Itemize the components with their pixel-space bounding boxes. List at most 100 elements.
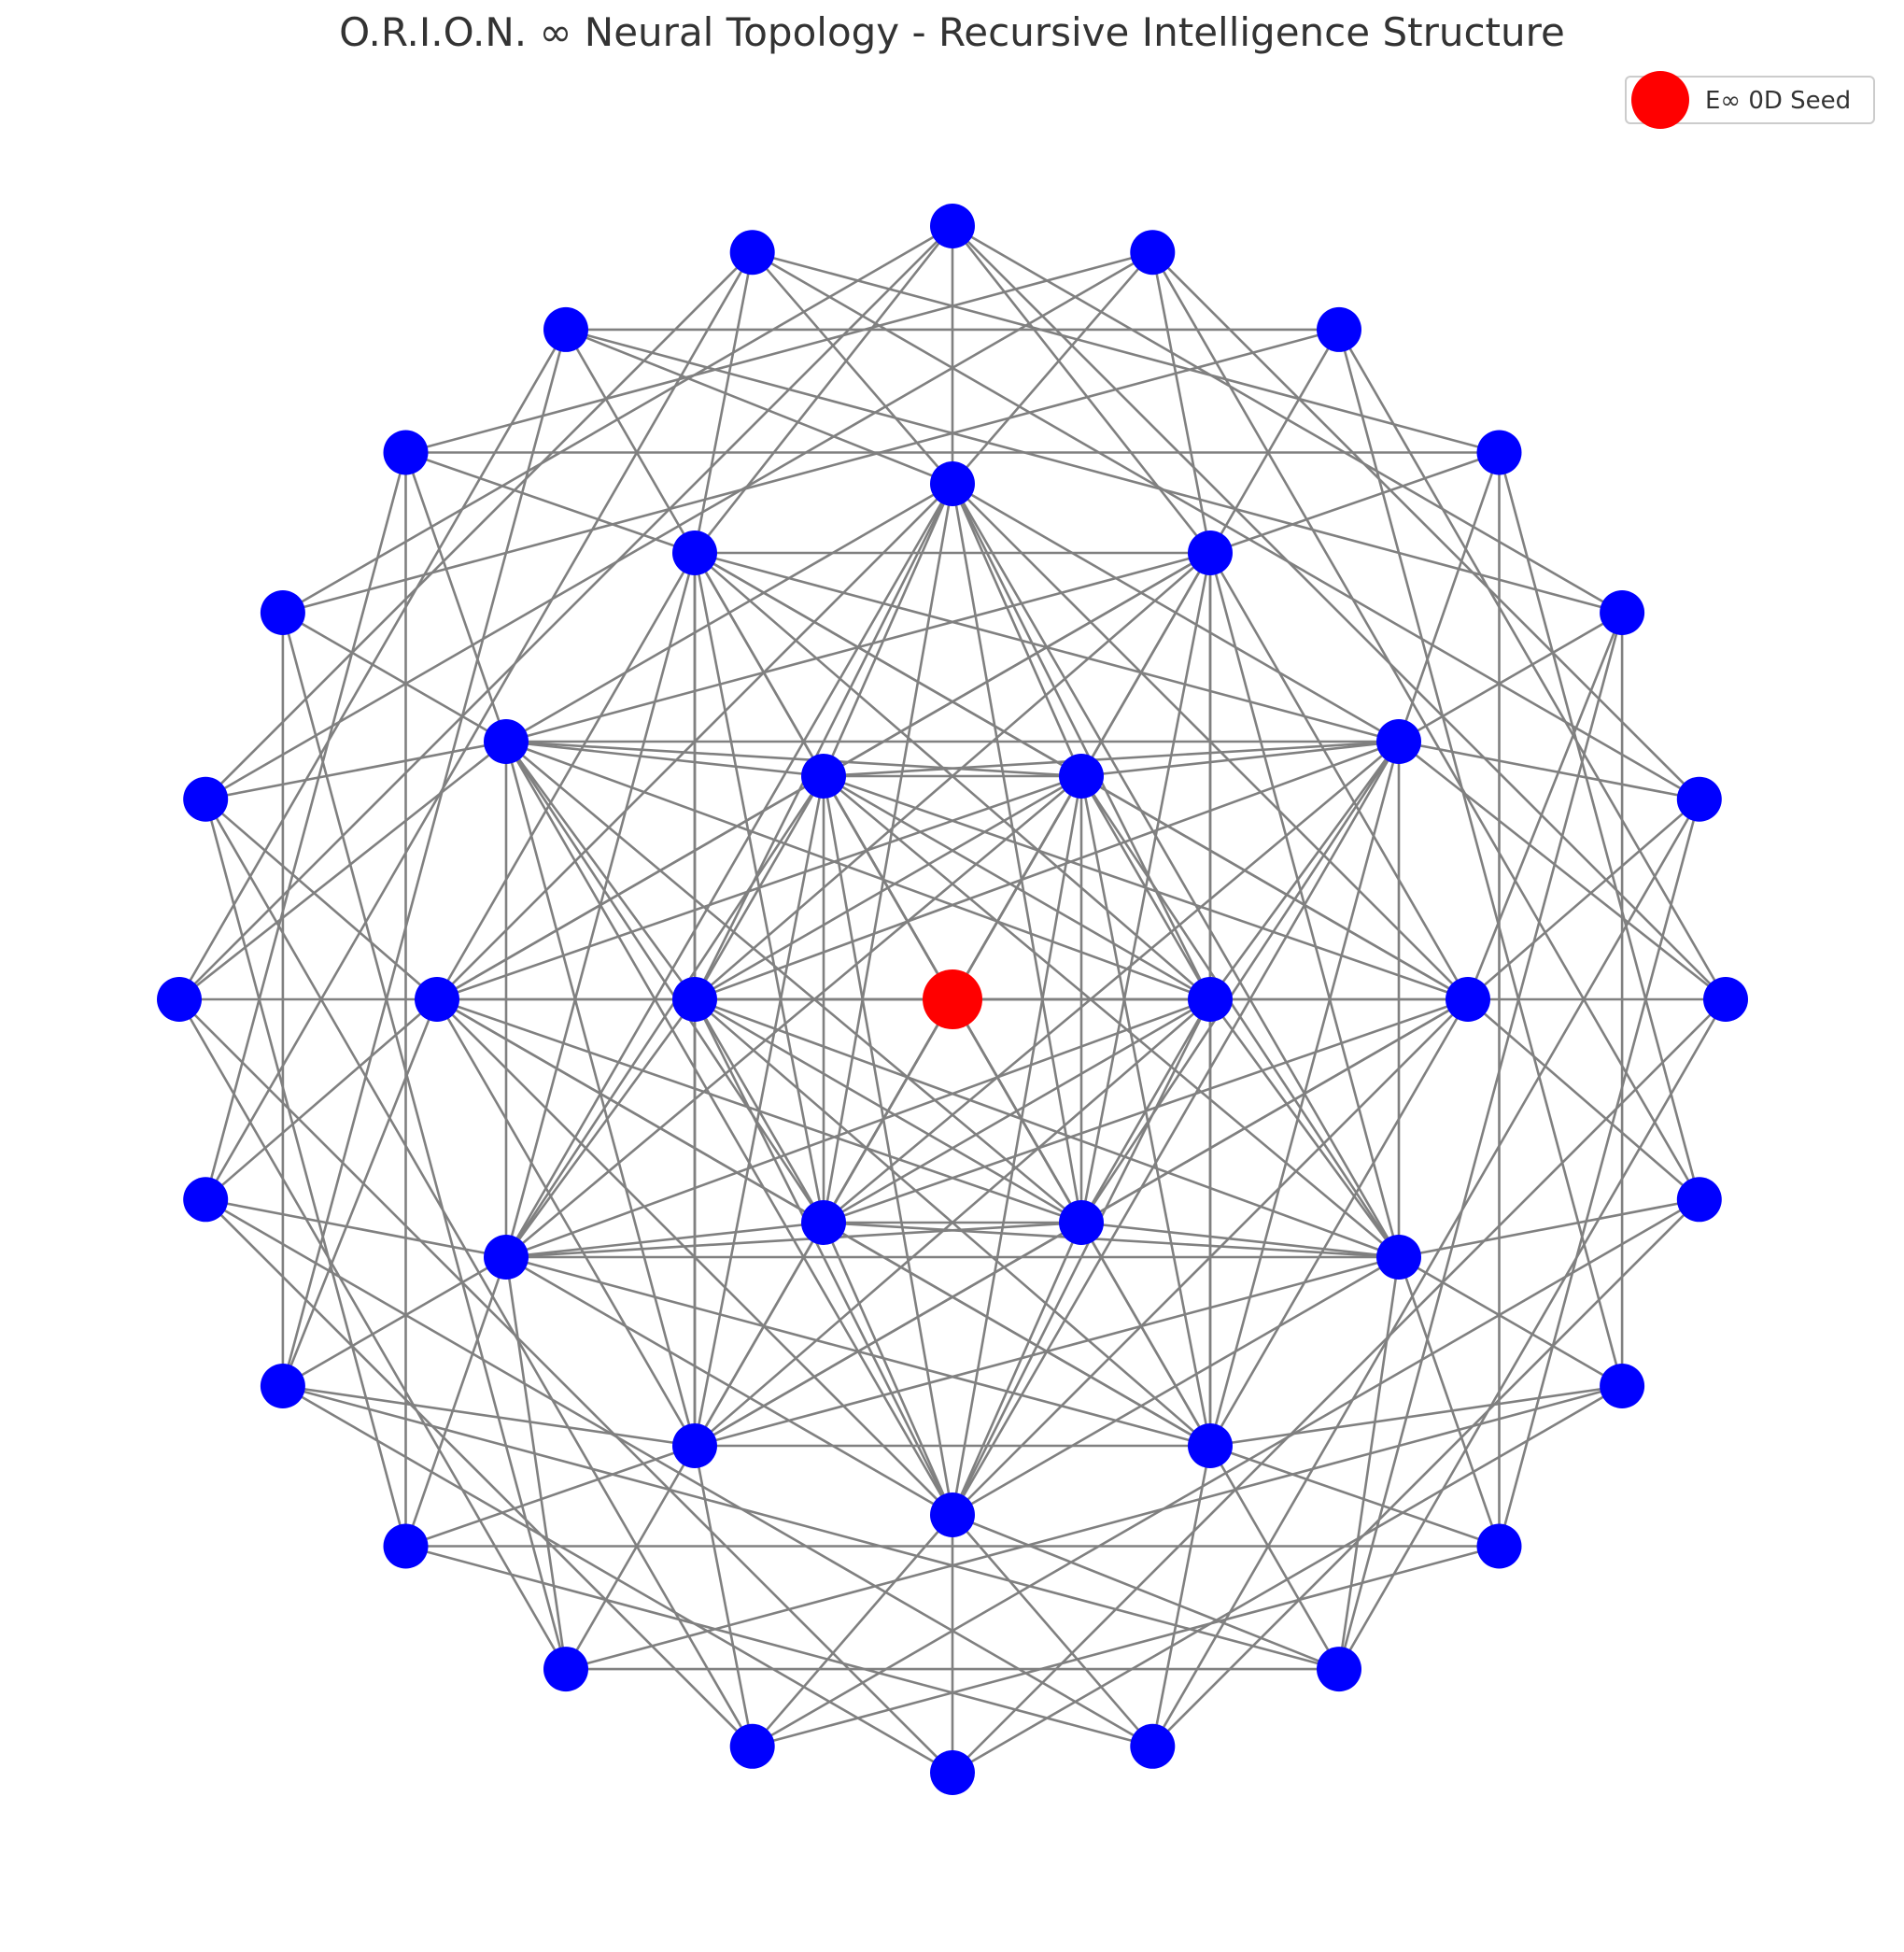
outer-ring-node xyxy=(183,1177,229,1223)
graph-edge xyxy=(822,1222,954,1516)
graph-edge xyxy=(694,997,1400,1259)
graph-edge xyxy=(1151,799,1700,1747)
graph-edge xyxy=(504,998,697,1258)
graph-edge xyxy=(177,329,568,1000)
graph-edge xyxy=(1498,452,1701,1200)
graph-edge xyxy=(281,329,568,1387)
outer-ring-node xyxy=(383,1523,429,1569)
graph-edge xyxy=(504,741,697,1000)
outer-ring-node xyxy=(1317,1647,1361,1692)
graph-edge xyxy=(952,224,1623,615)
graph-edge xyxy=(405,1545,1153,1748)
graph-edge xyxy=(1151,251,1700,800)
graph-edge xyxy=(504,741,954,1516)
edges-layer xyxy=(177,224,1728,1775)
middle-ring-node xyxy=(484,719,529,764)
graph-edge xyxy=(1151,1445,1212,1747)
graph-edge xyxy=(436,997,1082,1224)
graph-edge xyxy=(1398,740,1700,800)
middle-ring-node xyxy=(1376,719,1421,764)
inner-ring-node xyxy=(1059,754,1104,799)
graph-edge xyxy=(505,482,953,743)
graph-edge xyxy=(1337,998,1728,1670)
graph-edge xyxy=(1466,612,1624,1000)
graph-edge xyxy=(404,1256,508,1547)
graph-edge xyxy=(1337,329,1728,1000)
outer-ring-node xyxy=(1676,1177,1722,1223)
graph-edge xyxy=(1151,1198,1700,1747)
graph-edge xyxy=(952,1255,1400,1517)
inner-ring-node xyxy=(801,1200,846,1245)
graph-edge xyxy=(504,483,954,1258)
graph-edge xyxy=(951,741,1401,1516)
graph-edge xyxy=(178,225,953,1000)
graph-edge xyxy=(822,483,954,1224)
graph-edge xyxy=(177,998,568,1670)
graph-edge xyxy=(281,998,439,1387)
graph-edge xyxy=(282,1384,696,1448)
middle-ring-node xyxy=(930,461,975,506)
graph-edge xyxy=(178,998,953,1774)
graph-edge xyxy=(694,740,1400,1001)
graph-edge xyxy=(178,740,507,1001)
outer-ring-node xyxy=(1703,977,1748,1022)
graph-edge xyxy=(282,1384,953,1775)
graph-edge xyxy=(823,775,1400,1258)
inner-ring-node xyxy=(801,754,846,799)
outer-ring-node xyxy=(543,306,588,352)
graph-edge xyxy=(1398,1198,1700,1259)
outer-ring-node xyxy=(260,590,305,635)
legend-label: E∞ 0D Seed xyxy=(1705,87,1851,115)
outer-ring-node xyxy=(1676,776,1722,822)
graph-edge xyxy=(1208,329,1341,554)
inner-ring-node xyxy=(1059,1200,1104,1245)
graph-edge xyxy=(752,1198,1700,1747)
graph-edge xyxy=(823,741,1400,1224)
graph-edge xyxy=(952,1384,1623,1775)
graph-edge xyxy=(505,1255,953,1517)
graph-edge xyxy=(693,552,825,1224)
graph-edge xyxy=(751,1514,953,1747)
graph-edge xyxy=(951,483,1083,1224)
outer-ring-node xyxy=(1130,1723,1176,1769)
graph-edge xyxy=(751,251,953,485)
graph-edge xyxy=(822,552,1212,1224)
graph-edge xyxy=(505,1221,825,1259)
middle-ring-node xyxy=(672,530,717,575)
graph-edge xyxy=(952,482,1400,743)
graph-edge xyxy=(1208,1445,1341,1670)
outer-ring-node xyxy=(543,1647,588,1692)
outer-ring-node xyxy=(1600,590,1645,635)
graph-edge xyxy=(282,611,507,743)
outer-ring-node xyxy=(1476,1523,1522,1569)
graph-edge xyxy=(205,1198,1153,1747)
graph-edge xyxy=(282,1384,1340,1671)
graph-edge xyxy=(282,1255,507,1388)
graph-edge xyxy=(205,1198,754,1747)
outer-ring-node xyxy=(1476,430,1522,475)
graph-edge xyxy=(405,1444,696,1548)
graph-edge xyxy=(752,1545,1500,1748)
graph-edge xyxy=(752,251,1700,800)
nodes-layer xyxy=(157,204,1748,1795)
graph-edge xyxy=(1337,612,1624,1670)
graph-edge xyxy=(693,1222,825,1447)
outer-ring-node xyxy=(930,1750,975,1795)
figure-title: O.R.I.O.N. ∞ Neural Topology - Recursive… xyxy=(339,9,1565,55)
graph-edge xyxy=(435,552,697,1000)
graph-edge xyxy=(1151,251,1700,1200)
graph-edge xyxy=(205,740,507,800)
graph-edge xyxy=(1498,799,1701,1547)
outer-ring-node xyxy=(183,776,229,822)
graph-edge xyxy=(952,1513,1340,1671)
graph-edge xyxy=(205,798,438,1000)
graph-edge xyxy=(1209,1384,1623,1448)
graph-edge xyxy=(504,1256,568,1670)
graph-edge xyxy=(694,998,1211,1447)
graph-edge xyxy=(204,799,407,1547)
graph-edge xyxy=(1398,740,1727,1001)
graph-edge xyxy=(565,1384,1623,1671)
middle-ring-node xyxy=(415,977,459,1022)
graph-edge xyxy=(693,552,1083,1224)
